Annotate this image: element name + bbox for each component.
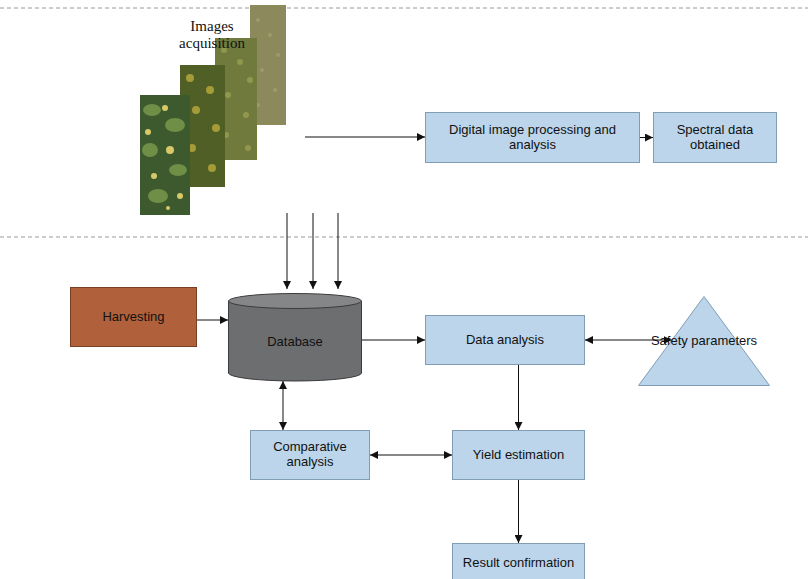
section-label: Images acquisition: [160, 18, 264, 51]
node-label: Spectral data obtained: [654, 123, 776, 153]
connector-arrow: [197, 320, 228, 321]
process-box: Data analysis: [425, 315, 585, 365]
node-label: Yield estimation: [467, 448, 570, 463]
dashed-separator: [0, 237, 808, 238]
flow-arrow: [338, 213, 339, 289]
flow-arrow: [313, 213, 314, 289]
connector-arrow: [362, 340, 425, 341]
image-stack: [140, 5, 286, 215]
dashed-separator: [0, 8, 808, 9]
node-label: Harvesting: [96, 310, 170, 325]
process-box: Digital image processing and analysis: [425, 112, 640, 163]
process-box: Yield estimation: [452, 430, 585, 480]
database-cylinder: Database: [228, 293, 362, 381]
node-label: Result confirmation: [457, 556, 580, 571]
connector-arrow: [518, 480, 519, 543]
connector-arrow: [518, 365, 519, 430]
parameter-triangle: Safety parameters: [638, 296, 770, 386]
flow-arrow: [305, 137, 425, 138]
node-label: Digital image processing and analysis: [426, 123, 639, 153]
node-label: Data analysis: [460, 333, 550, 348]
connector-arrow: [370, 455, 452, 456]
source-box: Harvesting: [70, 287, 197, 347]
node-label: Comparative analysis: [251, 440, 369, 470]
process-box: Comparative analysis: [250, 430, 370, 480]
node-label: Database: [261, 335, 329, 350]
process-box: Spectral data obtained: [653, 112, 777, 163]
connector-arrow: [640, 137, 653, 138]
node-label: Safety parameters: [651, 334, 757, 349]
flow-arrow: [287, 213, 288, 289]
connector-arrow: [283, 381, 284, 430]
process-box: Result confirmation: [452, 543, 585, 579]
